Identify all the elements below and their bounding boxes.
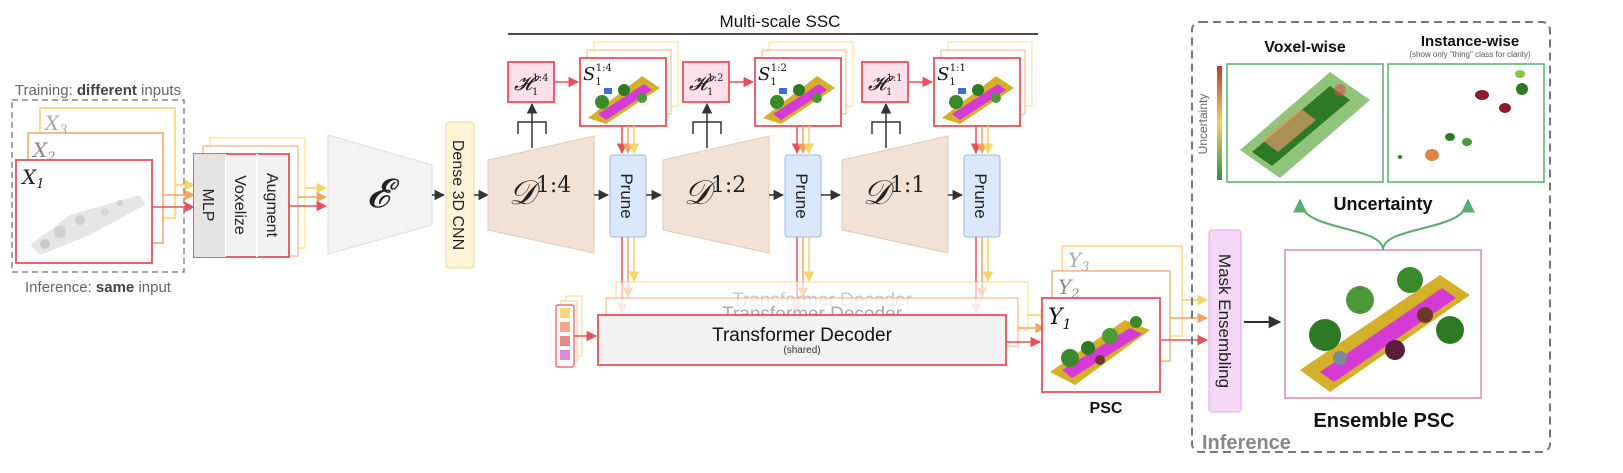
mask-ensembling-block: Mask Ensembling (1208, 229, 1242, 413)
head-bracket (692, 121, 722, 134)
point-cloud-image (30, 195, 145, 255)
input-x3-label: X3 (43, 111, 68, 138)
ssc-scene-tree (972, 84, 984, 96)
input-x2-label: X2 (31, 138, 56, 165)
instance-uncertainty-image (1398, 70, 1528, 161)
encoder-block: 𝓔 (327, 134, 433, 255)
ssc-scene-tree (595, 95, 609, 109)
psc-y1-label: Y1 (1048, 305, 1071, 333)
preprocess-to-encoder-arrows (289, 182, 328, 212)
ensemble-scene-image (1300, 267, 1470, 392)
preprocess-block: MLP Voxelize Augment (193, 137, 306, 258)
ssc-scene-tree (812, 93, 822, 103)
psc-y2-label: Y2 (1058, 275, 1079, 302)
multiscale-title: Multi-scale SSC (720, 12, 841, 31)
instance-wise-panel: Instance-wise (show only "thing" class f… (1387, 33, 1545, 183)
head-bracket (871, 121, 901, 134)
decoder-label: 𝒟1:4 (509, 173, 572, 213)
psc-scene-image (1050, 316, 1150, 385)
ensemble-psc: Ensemble PSC (1284, 249, 1482, 432)
head-bracket (517, 121, 547, 134)
inference-box: Inference (1191, 21, 1551, 454)
decoder-scale: 1:1 (890, 173, 925, 198)
transformer-decoder-group: Transformer Decoder Transformer Decoder … (597, 281, 1029, 366)
transformer-sub-label: (shared) (783, 345, 820, 356)
input-x1-label: X1 (20, 165, 45, 192)
ssc-scene-road (773, 84, 827, 120)
query-tokens (555, 295, 583, 368)
prune-label: Prune (792, 173, 811, 218)
ssc-scene-tree (949, 95, 963, 109)
mlp-label: MLP (199, 189, 216, 222)
uncertainty-arrows: Uncertainty (1293, 194, 1475, 251)
decoder-shape (487, 135, 595, 254)
ssc-scene-tree (618, 84, 630, 96)
head-label: 𝓗11:2 (689, 71, 724, 98)
inference-caption: Inference: same input (25, 279, 172, 296)
decoder-shape (841, 135, 949, 254)
training-inference-group: Training: different inputs Inference: sa… (11, 82, 185, 296)
ssc-scene-road (598, 84, 652, 120)
ssc-label: S11:4 (583, 63, 612, 88)
head-label: 𝓗11:4 (514, 71, 549, 98)
decoder-shape (662, 135, 770, 254)
prune-label: Prune (971, 173, 990, 218)
head-block (507, 61, 555, 103)
instance-wise-title: Instance-wise (1421, 33, 1519, 50)
decoder-scale: 1:4 (536, 173, 571, 198)
input-x1: X1 (15, 159, 153, 264)
decoder-scale: 1:2 (711, 173, 746, 198)
ssc-scene-car (958, 88, 966, 94)
uncertainty-axis-label: Uncertainty (1196, 94, 1210, 155)
transformer-label: Transformer Decoder (712, 325, 893, 346)
ssc-scene-tree (793, 84, 805, 96)
ssc-label: S11:1 (937, 63, 966, 88)
voxelize-label: Voxelize (231, 175, 248, 235)
input-arrows (152, 179, 196, 213)
ssc-scene-tree (991, 93, 1001, 103)
prune-label: Prune (617, 173, 636, 218)
psc-label: PSC (1090, 400, 1123, 417)
head-block (682, 61, 730, 103)
psc-y3-label: Y3 (1068, 248, 1089, 275)
uncertainty-label: Uncertainty (1333, 194, 1432, 214)
multiscale-header: Multi-scale SSC (508, 12, 1038, 35)
ensemble-label: Ensemble PSC (1313, 410, 1454, 432)
training-caption: Training: different inputs (15, 82, 181, 99)
ssc-scene-road (952, 84, 1006, 120)
ssc-scene-car (604, 88, 612, 94)
inference-box-label: Inference (1202, 432, 1291, 454)
dense-cnn-block: Dense 3D CNN (445, 121, 475, 269)
uncertainty-colorbar: Uncertainty (1196, 66, 1222, 180)
mask-ensembling-label: Mask Ensembling (1215, 254, 1234, 388)
voxel-uncertainty-image (1240, 72, 1370, 178)
augment-label: Augment (263, 173, 280, 238)
psc-to-ensemble-arrows (1160, 294, 1209, 346)
ssc-label: S11:2 (758, 63, 787, 88)
decoder-stage-1: 𝒟1:4 Prune 𝓗11:4 S11:4 (487, 41, 679, 315)
head-label: 𝓗11:1 (868, 71, 903, 98)
ssc-scene-tree (770, 95, 784, 109)
dense-cnn-label: Dense 3D CNN (449, 140, 466, 250)
psc-outputs: Y3 Y2 Y1 PSC (1041, 245, 1183, 417)
voxel-wise-panel: Voxel-wise (1226, 39, 1384, 183)
instance-wise-note: (show only "thing" class for clarity) (1409, 50, 1531, 59)
ssc-scene-tree (637, 93, 647, 103)
head-block (861, 61, 909, 103)
ssc-scene-car (779, 88, 787, 94)
voxel-wise-title: Voxel-wise (1264, 39, 1346, 56)
